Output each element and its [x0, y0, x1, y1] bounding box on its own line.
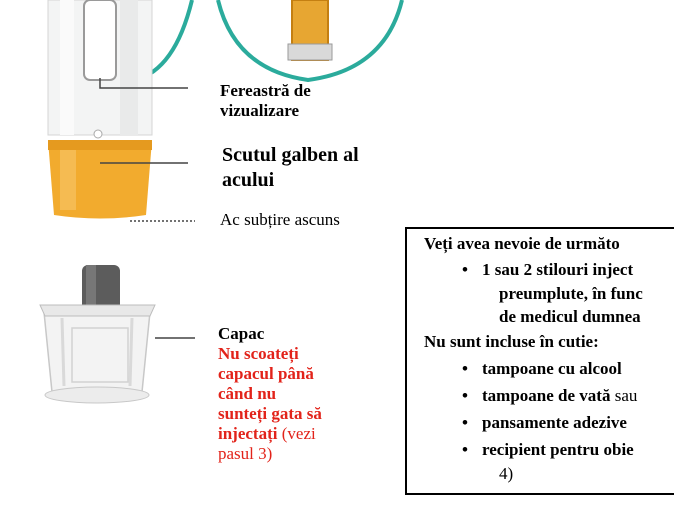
supplies-item-alcohol-swabs: tampoane cu alcool: [462, 359, 622, 379]
cap-warning-line1: Nu scoateți: [218, 344, 299, 363]
yellow-needle-shield: [48, 140, 152, 219]
cap-illustration: [39, 265, 156, 404]
supplies-heading: Veți avea nevoie de următo: [424, 234, 620, 253]
supplies-item-pens-line2: preumplute, în func: [499, 284, 643, 303]
needle-shield-label-line2: acului: [222, 169, 275, 191]
supplies-item-cotton-rest: sau: [610, 386, 638, 405]
cap-warning-line6: pasul 3): [218, 444, 273, 463]
cap-title: Capac: [218, 324, 265, 343]
supplies-item-sharps-line2: 4): [499, 464, 514, 483]
cap-warning-see: (vezi: [277, 424, 316, 443]
pen-body: [47, 0, 153, 139]
cap-warning-line5: injectați (vezi: [218, 424, 322, 444]
needle-shield-label-line1: Scutul galben al: [222, 144, 359, 166]
cap-warning-inject: injectați: [218, 424, 278, 443]
supplies-item-pens: 1 sau 2 stilouri inject: [462, 260, 633, 280]
not-included-heading: Nu sunt incluse în cutie:: [424, 332, 599, 351]
cap-warning-line3: când nu: [218, 384, 277, 403]
supplies-box: Veți avea nevoie de următo 1 sau 2 stilo…: [405, 227, 674, 495]
cap-label: Capac Nu scoateți capacul până când nu s…: [218, 324, 322, 464]
magnifier-right: [216, 0, 404, 83]
leader-lines: [99, 78, 195, 339]
viewing-window-label-line2: vizualizare: [220, 101, 299, 120]
viewing-window-label: Fereastră de vizualizare: [220, 81, 311, 121]
supplies-item-pens-line3: de medicul dumnea: [499, 307, 641, 326]
viewing-window-label-line1: Fereastră de: [220, 81, 311, 100]
cap-warning-line4: sunteți gata să: [218, 404, 322, 423]
supplies-item-cotton-bold: tampoane de vată: [482, 386, 611, 405]
supplies-item-cotton: tampoane de vată sau: [462, 386, 638, 406]
supplies-item-sharps-container: recipient pentru obie: [462, 440, 634, 460]
hidden-needle-label: Ac subțire ascuns: [220, 210, 340, 229]
cap-warning-line2: capacul până: [218, 364, 314, 383]
supplies-item-bandages: pansamente adezive: [462, 413, 627, 433]
needle-shield-label: Scutul galben al acului: [222, 143, 359, 193]
